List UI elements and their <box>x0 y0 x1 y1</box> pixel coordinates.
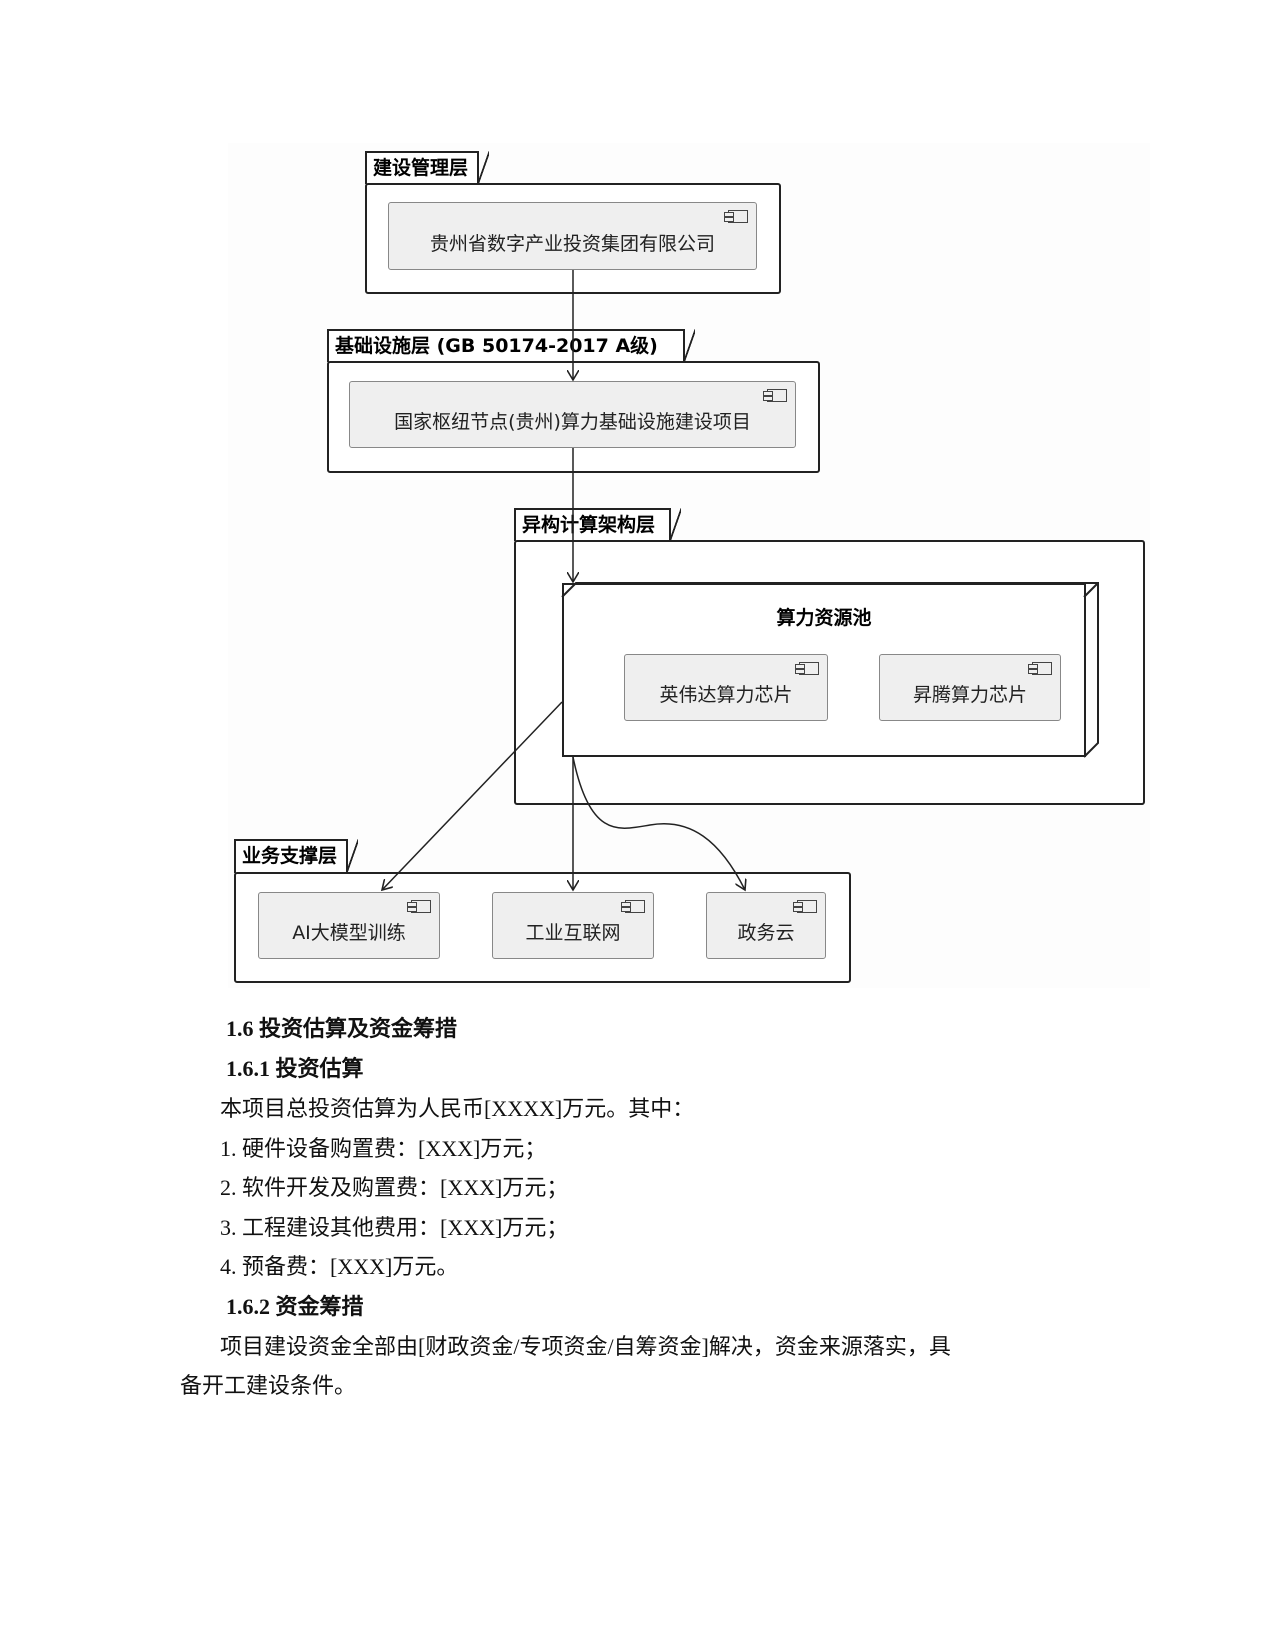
funding-paragraph-line1: 项目建设资金全部由[财政资金/专项资金/自筹资金]解决，资金来源落实，具 <box>220 1334 951 1359</box>
arrow-pool-to-govcloud <box>572 756 745 890</box>
component-nvidia-chip: 英伟达算力芯片 <box>624 654 828 721</box>
component-infrastructure-project: 国家枢纽节点(贵州)算力基础设施建设项目 <box>349 381 796 448</box>
intro-paragraph: 本项目总投资估算为人民币[XXXX]万元。其中： <box>220 1096 695 1121</box>
list-item: 2. 软件开发及购置费：[XXX]万元； <box>220 1175 569 1200</box>
layer-tab-infrastructure: 基础设施层 (GB 50174-2017 A级) <box>327 329 695 363</box>
node-title: 算力资源池 <box>776 607 872 629</box>
heading-1-6-1: 1.6.1 投资估算 <box>226 1056 364 1081</box>
component-industrial-internet: 工业互联网 <box>492 892 654 959</box>
component-gov-cloud: 政务云 <box>706 892 826 959</box>
component-label: 贵州省数字产业投资集团有限公司 <box>429 232 715 255</box>
list-item: 1. 硬件设备购置费：[XXX]万元； <box>220 1136 547 1161</box>
component-icon <box>1028 662 1052 675</box>
component-icon <box>621 900 645 913</box>
component-icon <box>795 662 819 675</box>
component-icon <box>793 900 817 913</box>
component-icon <box>763 389 787 402</box>
component-label: AI大模型训练 <box>292 922 406 944</box>
layer-title: 基础设施层 (GB 50174-2017 A级) <box>335 335 658 357</box>
component-label: 政务云 <box>737 922 795 944</box>
heading-1-6-2: 1.6.2 资金筹措 <box>226 1294 364 1319</box>
layer-title: 异构计算架构层 <box>522 514 656 536</box>
list-item: 3. 工程建设其他费用：[XXX]万元； <box>220 1215 569 1240</box>
component-label: 国家枢纽节点(贵州)算力基础设施建设项目 <box>394 411 751 433</box>
component-label: 工业互联网 <box>525 922 621 944</box>
layer-tab-management: 建设管理层 <box>365 151 489 185</box>
component-icon <box>724 210 748 223</box>
component-ai-training: AI大模型训练 <box>258 892 440 959</box>
arrow-pool-to-ai <box>382 701 563 890</box>
layer-tab-business: 业务支撑层 <box>234 839 358 873</box>
component-label: 昇腾算力芯片 <box>912 684 1027 706</box>
node-3d-edges <box>561 582 1099 758</box>
layer-title: 业务支撑层 <box>242 845 338 867</box>
component-investment-group: 贵州省数字产业投资集团有限公司 <box>388 202 757 270</box>
component-icon <box>407 900 431 913</box>
layer-tab-heterogeneous: 异构计算架构层 <box>514 508 681 542</box>
component-ascend-chip: 昇腾算力芯片 <box>879 654 1061 721</box>
funding-paragraph-line2: 备开工建设条件。 <box>180 1373 357 1398</box>
list-item: 4. 预备费：[XXX]万元。 <box>220 1254 459 1279</box>
heading-1-6: 1.6 投资估算及资金筹措 <box>226 1016 458 1041</box>
component-label: 英伟达算力芯片 <box>659 684 793 706</box>
layer-title: 建设管理层 <box>373 157 469 179</box>
diagram-arrows <box>0 270 1275 1000</box>
